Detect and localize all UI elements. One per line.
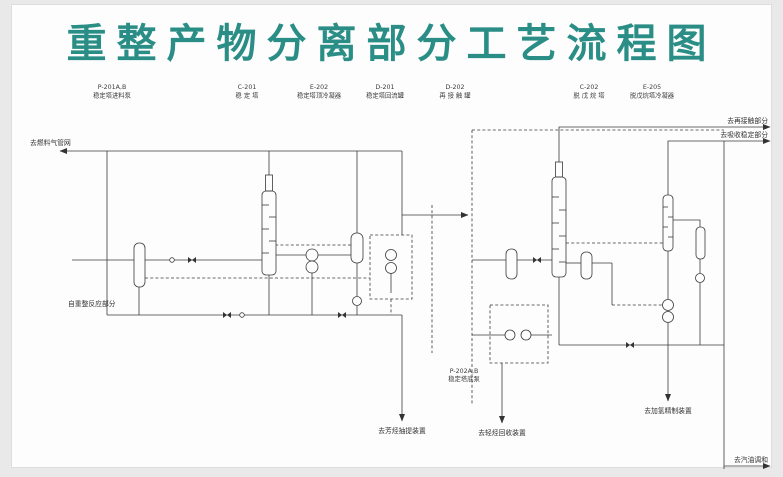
pump-label-tag: P-202A,B [450, 368, 479, 375]
equipment-label-tag: P-201A,B [98, 84, 127, 91]
compressor-package-box [369, 234, 413, 300]
process-flow-diagram: P-201A,B 稳定塔进料泵 C-201 稳 定 塔 E-202 稳定塔顶冷凝… [30, 84, 771, 469]
side-vessel [695, 226, 706, 283]
stream-label-aromatics: 去芳烃抽提装置 [378, 426, 426, 435]
valve-icons [188, 257, 634, 348]
equipment-label-tag: E-205 [643, 84, 661, 91]
equipment-label-tag: C-201 [238, 84, 257, 91]
reflux-drum [350, 232, 364, 264]
feed-drum [133, 242, 146, 288]
flow-lines-left [59, 148, 469, 422]
equipment-label-name: 再 接 触 罐 [439, 91, 471, 100]
equipment-label-tag: C-202 [580, 84, 599, 91]
equipment-label-name: 稳定塔回流罐 [366, 91, 404, 100]
stream-label-feed: 自重整反应部分 [68, 299, 116, 308]
side-drum [580, 251, 593, 280]
bottoms-pump-box [489, 304, 549, 364]
dashed-lines-right [471, 129, 724, 405]
reflux-pump [352, 296, 362, 306]
stream-label-gasoline: 去汽油调和 [734, 455, 768, 464]
stream-label-fuel-gas: 去燃料气管网 [30, 138, 71, 147]
equipment-label-name: 稳定塔进料泵 [93, 91, 131, 100]
stream-label-light-ends: 去轻烃回收装置 [478, 428, 526, 437]
stripper-condenser [662, 299, 674, 323]
stream-label-recontact: 去再接触部分 [727, 116, 768, 125]
document-page: 重整产物分离部分工艺流程图 [11, 4, 772, 469]
stream-label-hydrotreating: 去加氢精制装置 [644, 406, 692, 415]
instrument-bubbles-left [169, 257, 245, 318]
equipment-label-tag: D-202 [445, 84, 464, 91]
page-title: 重整产物分离部分工艺流程图 [66, 21, 717, 67]
equipment-label-name: 稳 定 塔 [236, 91, 260, 100]
depentanizer-column [551, 161, 567, 278]
equipment-label-name: 稳定塔顶冷凝器 [297, 91, 342, 100]
pump-label-name: 稳定塔底泵 [448, 374, 480, 383]
stripper-column [662, 194, 674, 252]
equipment-label-name: 脱戊烷塔冷凝器 [630, 91, 675, 100]
flow-lines-right [472, 124, 771, 469]
equipment-label-tag: D-201 [375, 84, 394, 91]
stabilizer-column [261, 174, 277, 276]
recontact-drum [505, 248, 518, 280]
equipment-label-tag: E-202 [310, 84, 328, 91]
overhead-condenser [305, 248, 319, 274]
stream-label-absorption: 去吸收稳定部分 [720, 130, 768, 139]
dashed-lines-left [145, 205, 433, 353]
equipment-label-name: 脱 戊 烷 塔 [573, 91, 605, 100]
